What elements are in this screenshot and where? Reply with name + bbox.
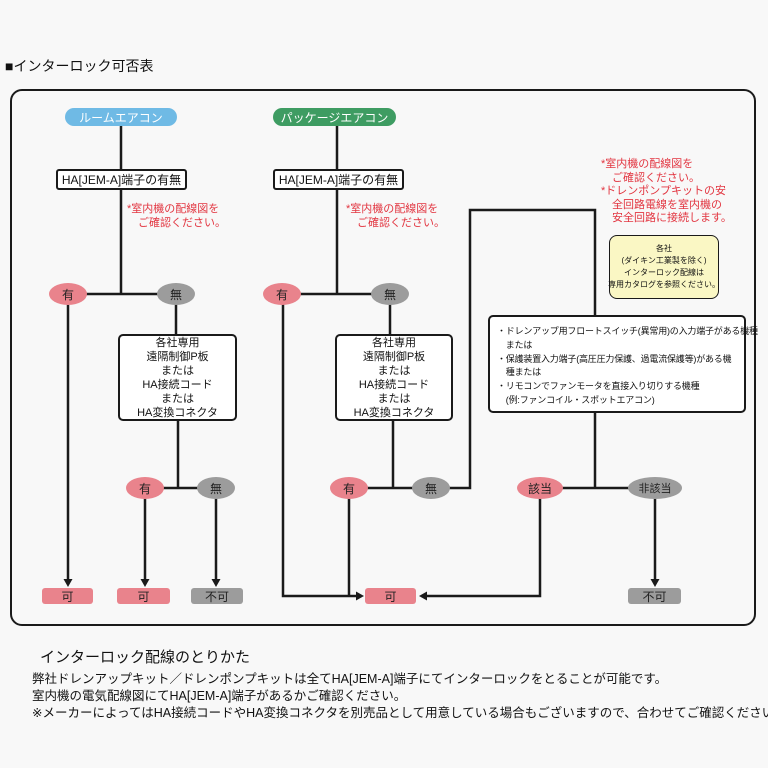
maker-catalog-note: 各社 (ダイキン工業製を除く) インターロック配線は 専用カタログを参照ください… bbox=[608, 235, 720, 299]
result-ng-box: 不可 bbox=[628, 588, 681, 604]
footer-body-text: 弊社ドレンアップキット／ドレンポンプキットは全てHA[JEM-A]端子にてインタ… bbox=[32, 672, 768, 720]
result-ok-box: 可 bbox=[42, 588, 93, 604]
result-ok-box: 可 bbox=[365, 588, 416, 604]
ha-terminal-box-package: HA[JEM-A]端子の有無 bbox=[273, 169, 404, 190]
applicable-models-box: ・ドレンアップ用フロートスイッチ(異常用)の入力端子がある機種 または ・保護装… bbox=[488, 315, 758, 413]
adapter-options-box-package: 各社専用 遠隔制御P板 または HA接続コード または HA変換コネクタ bbox=[335, 334, 453, 421]
result-ok-box: 可 bbox=[117, 588, 170, 604]
package-ac-pill: パッケージエアコン bbox=[273, 108, 396, 126]
branch-applicable-ellipse: 該当 bbox=[517, 477, 563, 499]
branch-no-ellipse: 無 bbox=[197, 477, 235, 499]
branch-yes-ellipse: 有 bbox=[330, 477, 368, 499]
ha-terminal-box-room: HA[JEM-A]端子の有無 bbox=[56, 169, 187, 190]
branch-yes-ellipse: 有 bbox=[126, 477, 164, 499]
wiring-note-package: *室内機の配線図を ご確認ください。 bbox=[346, 203, 445, 229]
wiring-note-drain-pump: *室内機の配線図を ご確認ください。 *ドレンポンプキットの安 全回路電線を室内… bbox=[601, 158, 732, 224]
wiring-note-room: *室内機の配線図を ご確認ください。 bbox=[127, 203, 226, 229]
branch-not-applicable-ellipse: 非該当 bbox=[628, 477, 682, 499]
chart-outer-border bbox=[10, 89, 756, 626]
adapter-options-box-room: 各社専用 遠隔制御P板 または HA接続コード または HA変換コネクタ bbox=[118, 334, 237, 421]
branch-yes-ellipse: 有 bbox=[49, 283, 87, 305]
branch-yes-ellipse: 有 bbox=[263, 283, 301, 305]
page-title: ■インターロック可否表 bbox=[5, 58, 154, 74]
arrowhead-icons bbox=[63, 579, 660, 601]
branch-no-ellipse: 無 bbox=[412, 477, 450, 499]
footer-heading: インターロック配線のとりかた bbox=[40, 649, 251, 666]
room-ac-pill: ルームエアコン bbox=[65, 108, 177, 126]
result-ng-box: 不可 bbox=[191, 588, 243, 604]
branch-no-ellipse: 無 bbox=[371, 283, 409, 305]
branch-no-ellipse: 無 bbox=[157, 283, 195, 305]
